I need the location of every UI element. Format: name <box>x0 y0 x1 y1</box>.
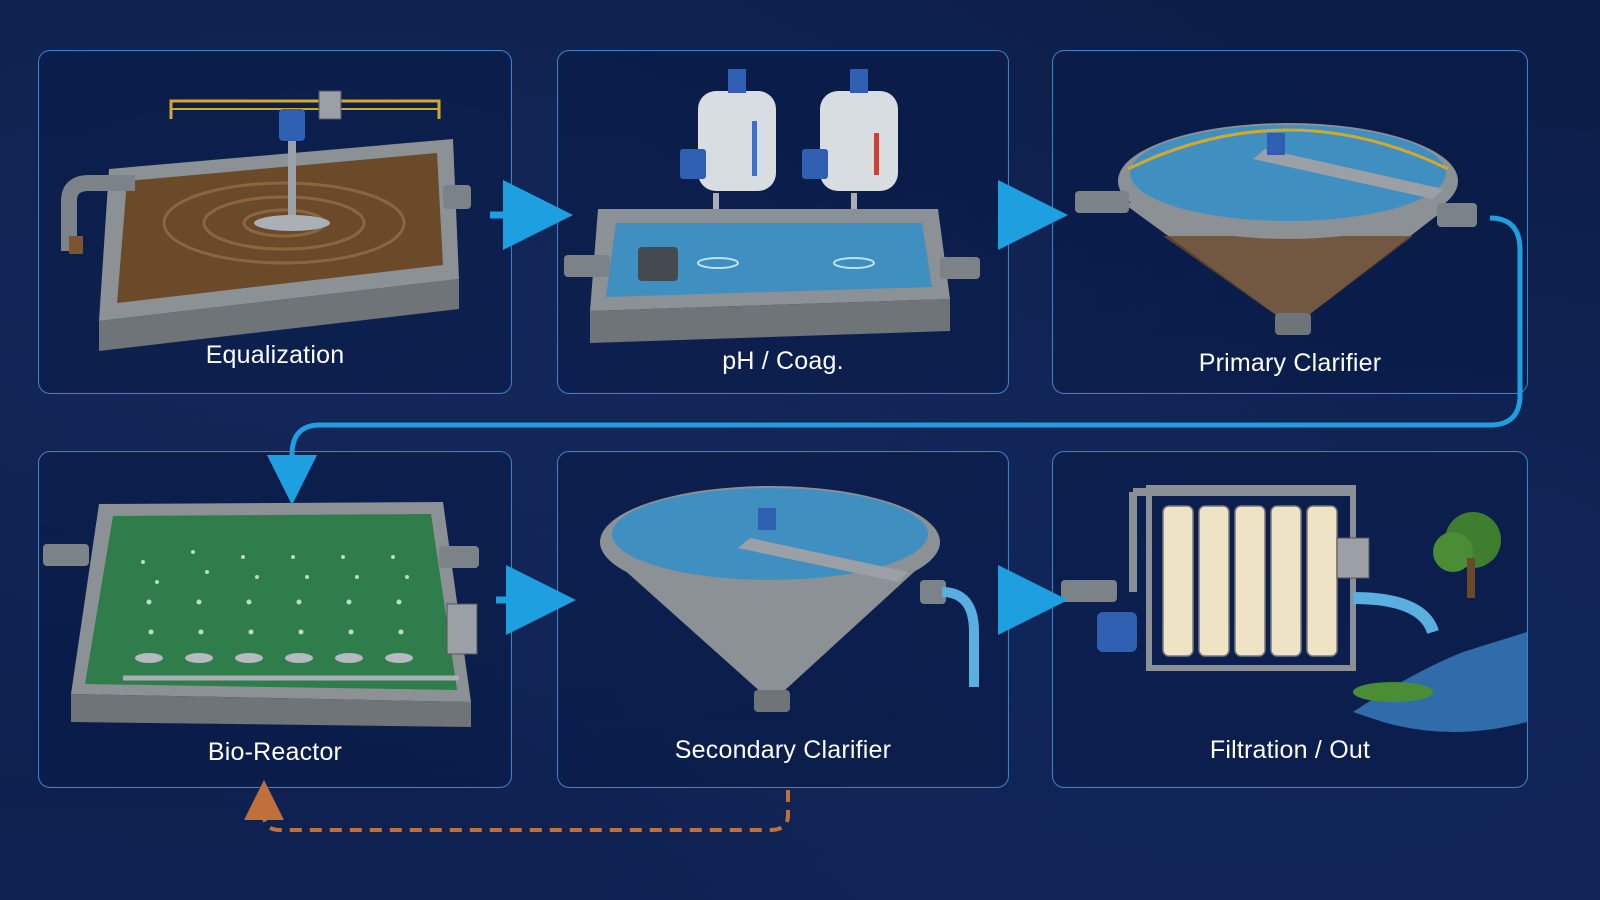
aeration-basin-icon <box>43 502 479 727</box>
stage-label: Equalization <box>205 341 345 369</box>
stage-label: Bio-Reactor <box>207 738 343 766</box>
stage-label: Secondary Clarifier <box>674 736 892 764</box>
stage-label: pH / Coag. <box>722 347 844 375</box>
stage-bio-reactor: Bio-Reactor <box>38 451 512 788</box>
stage-label: Filtration / Out <box>1209 736 1371 764</box>
stage-secondary-clarifier: Secondary Clarifier <box>557 451 1009 788</box>
circular-clarifier-icon <box>600 486 979 712</box>
circular-clarifier-icon <box>1075 123 1477 335</box>
membrane-filter-icon <box>1061 485 1527 732</box>
stage-label: Primary Clarifier <box>1198 349 1382 377</box>
stage-ph-coag: pH / Coag. <box>557 50 1009 394</box>
stage-equalization: Equalization <box>38 50 512 394</box>
chemical-dosing-tank-icon <box>564 69 980 343</box>
stage-filtration: Filtration / Out <box>1052 451 1528 788</box>
stage-primary-clarifier: Primary Clarifier <box>1052 50 1528 394</box>
